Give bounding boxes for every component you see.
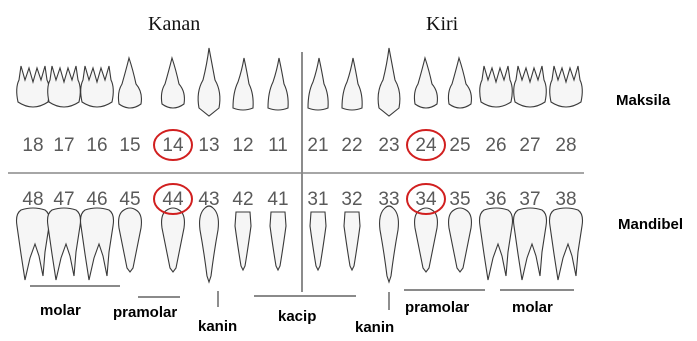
tooth-number-18: 18 [22, 135, 43, 156]
tooth-number-41: 41 [267, 189, 288, 210]
upper-tooth-16 [81, 66, 114, 107]
upper-tooth-11 [268, 58, 288, 110]
upper-tooth-26 [480, 66, 513, 107]
group-label-molar-right: molar [512, 299, 553, 316]
group-label-premolar-right: pramolar [405, 299, 469, 316]
tooth-number-14: 14 [162, 135, 184, 156]
lower-tooth-35 [449, 208, 472, 272]
lower-tooth-45 [119, 208, 142, 272]
group-label-molar-left: molar [40, 302, 81, 319]
label-kanan: Kanan [148, 13, 200, 35]
upper-tooth-17 [48, 66, 81, 107]
tooth-number-25: 25 [449, 135, 470, 156]
upper-tooth-23 [378, 48, 400, 116]
tooth-number-45: 45 [119, 189, 140, 210]
upper-tooth-13 [198, 48, 220, 116]
upper-tooth-15 [118, 58, 141, 108]
upper-tooth-28 [550, 66, 583, 107]
label-maksila: Maksila [616, 92, 671, 109]
lower-tooth-numbers: 48 47 46 45 44 43 42 41 31 32 33 34 35 36 37 38 [22, 189, 576, 210]
upper-tooth-12 [233, 58, 253, 110]
tooth-number-34: 34 [415, 189, 437, 210]
lower-tooth-38 [550, 208, 583, 280]
lower-tooth-31 [310, 212, 326, 270]
tooth-number-36: 36 [485, 189, 506, 210]
lower-tooth-36 [480, 208, 513, 280]
tooth-number-48: 48 [22, 189, 43, 210]
group-label-canine-left: kanin [198, 318, 237, 335]
tooth-number-21: 21 [307, 135, 328, 156]
tooth-number-47: 47 [53, 189, 74, 210]
upper-teeth-row [17, 48, 583, 116]
upper-tooth-22 [342, 58, 362, 110]
group-label-incisor: kacip [278, 308, 316, 325]
lower-tooth-47 [48, 208, 81, 280]
upper-tooth-27 [514, 66, 547, 107]
lower-teeth-row [17, 206, 583, 282]
tooth-number-42: 42 [232, 189, 253, 210]
tooth-number-28: 28 [555, 135, 576, 156]
tooth-number-32: 32 [341, 189, 362, 210]
tooth-number-37: 37 [519, 189, 540, 210]
lower-tooth-33 [380, 206, 399, 282]
label-kiri: Kiri [426, 13, 459, 35]
tooth-number-31: 31 [307, 189, 328, 210]
tooth-number-44: 44 [162, 189, 184, 210]
upper-tooth-14 [161, 58, 184, 108]
lower-tooth-37 [514, 208, 547, 280]
lower-tooth-44 [162, 208, 185, 272]
tooth-number-12: 12 [232, 135, 253, 156]
upper-tooth-21 [308, 58, 328, 110]
tooth-number-46: 46 [86, 189, 107, 210]
tooth-number-35: 35 [449, 189, 470, 210]
group-label-canine-right: kanin [355, 319, 394, 336]
tooth-number-27: 27 [519, 135, 540, 156]
lower-tooth-41 [270, 212, 286, 270]
tooth-number-11: 11 [268, 135, 288, 156]
tooth-number-43: 43 [198, 189, 219, 210]
tooth-number-16: 16 [86, 135, 107, 156]
tooth-number-38: 38 [555, 189, 576, 210]
lower-tooth-46 [81, 208, 114, 280]
lower-tooth-42 [235, 212, 251, 270]
tooth-number-24: 24 [415, 135, 437, 156]
tooth-number-23: 23 [378, 135, 399, 156]
upper-tooth-25 [448, 58, 471, 108]
lower-tooth-32 [344, 212, 360, 270]
tooth-number-26: 26 [485, 135, 506, 156]
tooth-number-15: 15 [119, 135, 140, 156]
tooth-number-13: 13 [198, 135, 219, 156]
group-label-premolar-left: pramolar [113, 304, 177, 321]
label-mandibel: Mandibel [618, 216, 683, 233]
lower-tooth-43 [200, 206, 219, 282]
tooth-number-17: 17 [53, 135, 74, 156]
upper-tooth-18 [17, 66, 50, 107]
lower-tooth-34 [415, 208, 438, 272]
tooth-number-22: 22 [341, 135, 362, 156]
tooth-number-33: 33 [378, 189, 399, 210]
upper-tooth-24 [414, 58, 437, 108]
upper-tooth-numbers: 18 17 16 15 14 13 12 11 21 22 23 24 25 26 27 28 [22, 135, 576, 156]
lower-tooth-48 [17, 208, 50, 280]
